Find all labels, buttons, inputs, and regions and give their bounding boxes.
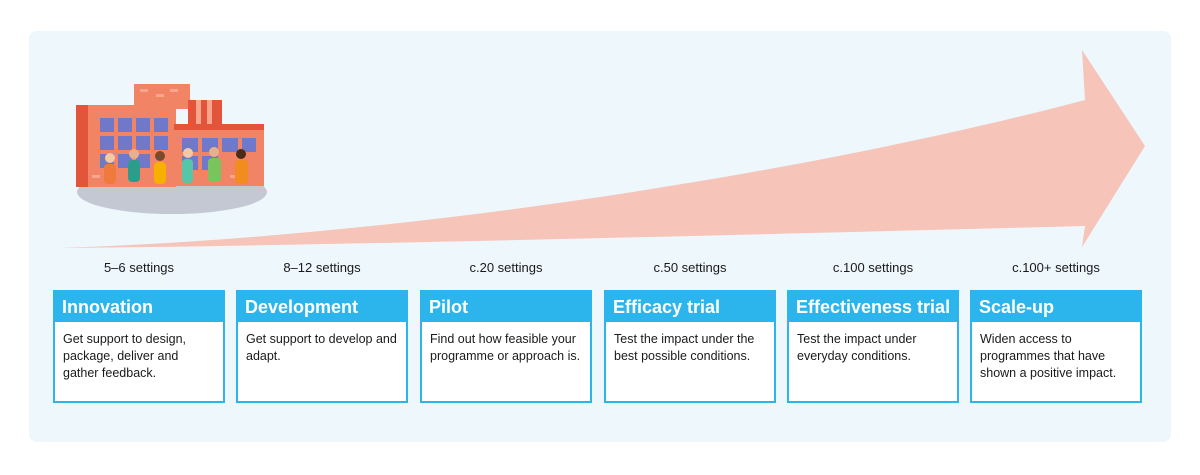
settings-label: 8–12 settings (283, 260, 361, 275)
stage-title: Effectiveness trial (789, 292, 957, 322)
stage-title: Pilot (422, 292, 590, 322)
school-building-with-people-icon (76, 84, 267, 214)
settings-label: c.20 settings (469, 260, 543, 275)
stage-description: Get support to design, package, deliver … (63, 332, 186, 380)
stage-description: Test the impact under the best possible … (614, 332, 755, 363)
settings-label: c.100 settings (832, 260, 914, 275)
stage-description: Test the impact under everyday condition… (797, 332, 917, 363)
stage-card: Pilot Find out how feasible your program… (420, 290, 592, 403)
stage-title: Efficacy trial (606, 292, 774, 322)
stage-description: Get support to develop and adapt. (246, 332, 397, 363)
stage-card: Development Get support to develop and a… (236, 290, 408, 403)
stage-card: Innovation Get support to design, packag… (53, 290, 225, 403)
stage-title: Development (238, 292, 406, 322)
stage-card: Efficacy trial Test the impact under the… (604, 290, 776, 403)
settings-label: c.100+ settings (1012, 260, 1100, 275)
stage-description: Find out how feasible your programme or … (430, 332, 581, 363)
stage-title: Innovation (55, 292, 223, 322)
settings-label: 5–6 settings (103, 260, 175, 275)
settings-label: c.50 settings (653, 260, 727, 275)
stage-description: Widen access to programmes that have sho… (980, 332, 1117, 380)
stage-title: Scale-up (972, 292, 1140, 322)
stage-card: Scale-up Widen access to programmes that… (970, 290, 1142, 403)
stage-card: Effectiveness trial Test the impact unde… (787, 290, 959, 403)
